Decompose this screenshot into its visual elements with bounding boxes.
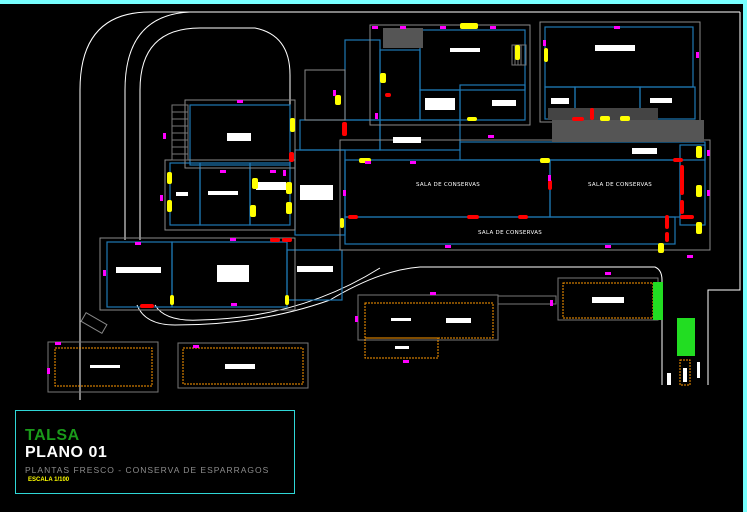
plan-subtitle: PLANTAS FRESCO - CONSERVA DE ESPARRAGOS	[25, 465, 270, 475]
title-block: TALSA PLANO 01 PLANTAS FRESCO - CONSERVA…	[15, 410, 295, 494]
green-zone	[677, 318, 695, 356]
hatched-zone	[383, 28, 423, 48]
vehicle-outline	[80, 311, 108, 335]
green-areas	[653, 282, 695, 356]
company-name: TALSA	[25, 427, 80, 444]
plan-number: PLANO 01	[25, 444, 108, 461]
equipment-blocks	[90, 45, 700, 385]
hatched-zone	[552, 120, 704, 142]
stairs	[171, 44, 527, 161]
room-label-sala-conservas-1: SALA DE CONSERVAS	[416, 182, 480, 188]
loop-road-line	[139, 27, 291, 240]
hatched-areas	[383, 28, 704, 142]
south-curve-2	[154, 267, 381, 321]
inner-road-line	[124, 11, 191, 240]
room-label-sala-conservas-3: SALA DE CONSERVAS	[478, 230, 542, 236]
room-label-sala-conservas-2: SALA DE CONSERVAS	[588, 182, 652, 188]
walls-blue	[106, 26, 706, 308]
markers-magenta	[47, 26, 710, 374]
outer-road-line	[79, 11, 740, 400]
walls-gray	[99, 21, 711, 311]
doors-red	[140, 93, 694, 308]
east-boundary	[707, 12, 741, 385]
doors-yellow	[167, 23, 702, 305]
south-buildings	[47, 277, 691, 393]
south-curve-1	[136, 266, 663, 385]
room-labels: SALA DE CONSERVAS SALA DE CONSERVAS SALA…	[416, 182, 652, 236]
site-boundary	[79, 11, 741, 400]
green-zone	[653, 282, 663, 320]
plan-scale: ESCALA 1/100	[28, 477, 70, 483]
